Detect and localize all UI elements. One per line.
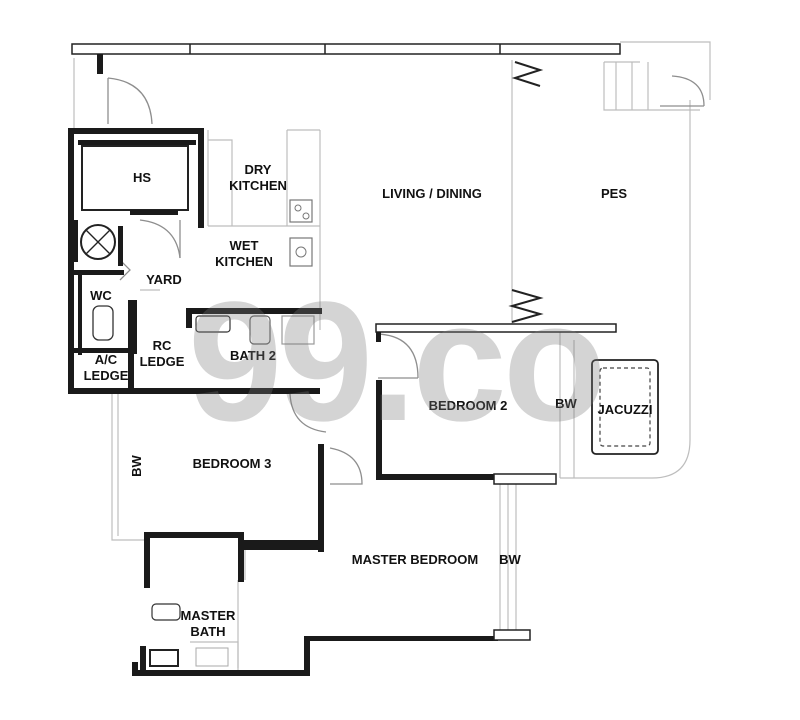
jacuzzi-tub — [591, 359, 659, 455]
room-label-wet-kitchen-line1: WET — [229, 238, 259, 253]
room-label-master-bedroom: MASTER BEDROOM — [351, 552, 479, 567]
room-label-dry-kitchen-line1: DRY — [244, 162, 272, 177]
room-label-rc-ledge-line2: LEDGE — [139, 354, 185, 369]
room-label-living-dining: LIVING / DINING — [382, 186, 482, 201]
room-label-pes: PES — [600, 186, 627, 201]
room-label-dry-kitchen-line2: KITCHEN — [229, 178, 287, 193]
room-label-bedroom3: BEDROOM 3 — [192, 456, 272, 471]
room-label-wet-kitchen: WET KITCHEN — [204, 238, 284, 270]
room-label-ac-ledge-line2: LEDGE — [83, 368, 129, 383]
room-label-bedroom2: BEDROOM 2 — [428, 398, 508, 413]
room-label-rc-ledge-line1: RC — [152, 338, 172, 353]
room-label-ac-ledge: A/C LEDGE — [78, 352, 134, 384]
room-label-jacuzzi: JACUZZI — [597, 402, 653, 417]
watermark-logo: 99.co — [188, 267, 607, 457]
room-label-master-bath-line2: BATH — [190, 624, 226, 639]
door-swings — [107, 75, 705, 485]
room-label-bw-bedroom2: BW — [555, 396, 577, 411]
room-label-bw-master: BW — [499, 552, 521, 567]
room-label-bw-bedroom3: BW — [129, 455, 144, 477]
room-label-master-bath: MASTER BATH — [170, 608, 246, 640]
room-label-master-bath-line1: MASTER — [180, 608, 236, 623]
outline-lines — [73, 41, 711, 672]
room-label-wet-kitchen-line2: KITCHEN — [215, 254, 273, 269]
room-label-ac-ledge-line1: A/C — [94, 352, 118, 367]
windows — [603, 61, 700, 111]
room-label-dry-kitchen: DRY KITCHEN — [218, 162, 298, 194]
room-label-rc-ledge: RC LEDGE — [134, 338, 190, 370]
kitchen-fixtures — [289, 199, 313, 267]
room-label-hs: HS — [132, 170, 152, 185]
structural-walls — [68, 43, 621, 676]
room-label-bath2: BATH 2 — [230, 348, 276, 363]
room-label-wc: WC — [90, 288, 112, 303]
bifold-doors — [508, 61, 544, 323]
room-label-yard: YARD — [146, 272, 182, 287]
